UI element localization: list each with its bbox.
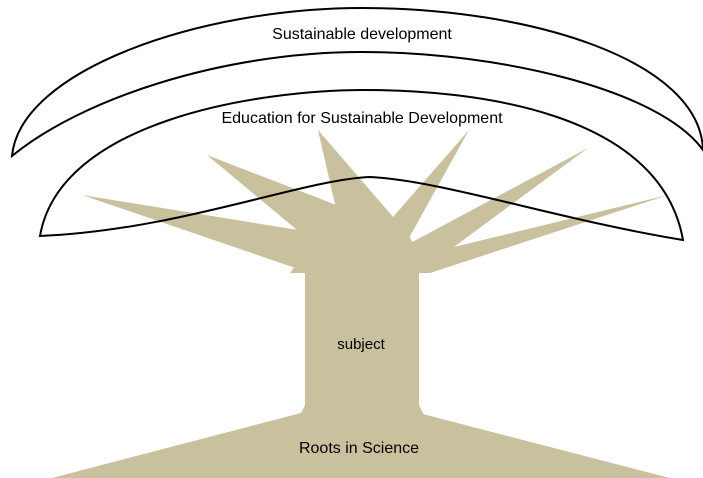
tree-trunk [305, 272, 419, 414]
roots-label: Roots in Science [298, 440, 420, 457]
branch [82, 195, 360, 273]
outer-arc-label: Sustainable development [272, 26, 452, 43]
root [52, 412, 305, 478]
canopy-base [290, 220, 430, 273]
tree-roots [52, 405, 670, 478]
inner-arc [38, 88, 685, 242]
trunk-label: subject [337, 336, 385, 353]
tree-branches [82, 130, 668, 273]
inner-arc-label: Education for Sustainable Development [221, 110, 503, 127]
branch [360, 148, 588, 272]
root [415, 412, 670, 478]
branch [380, 195, 668, 273]
